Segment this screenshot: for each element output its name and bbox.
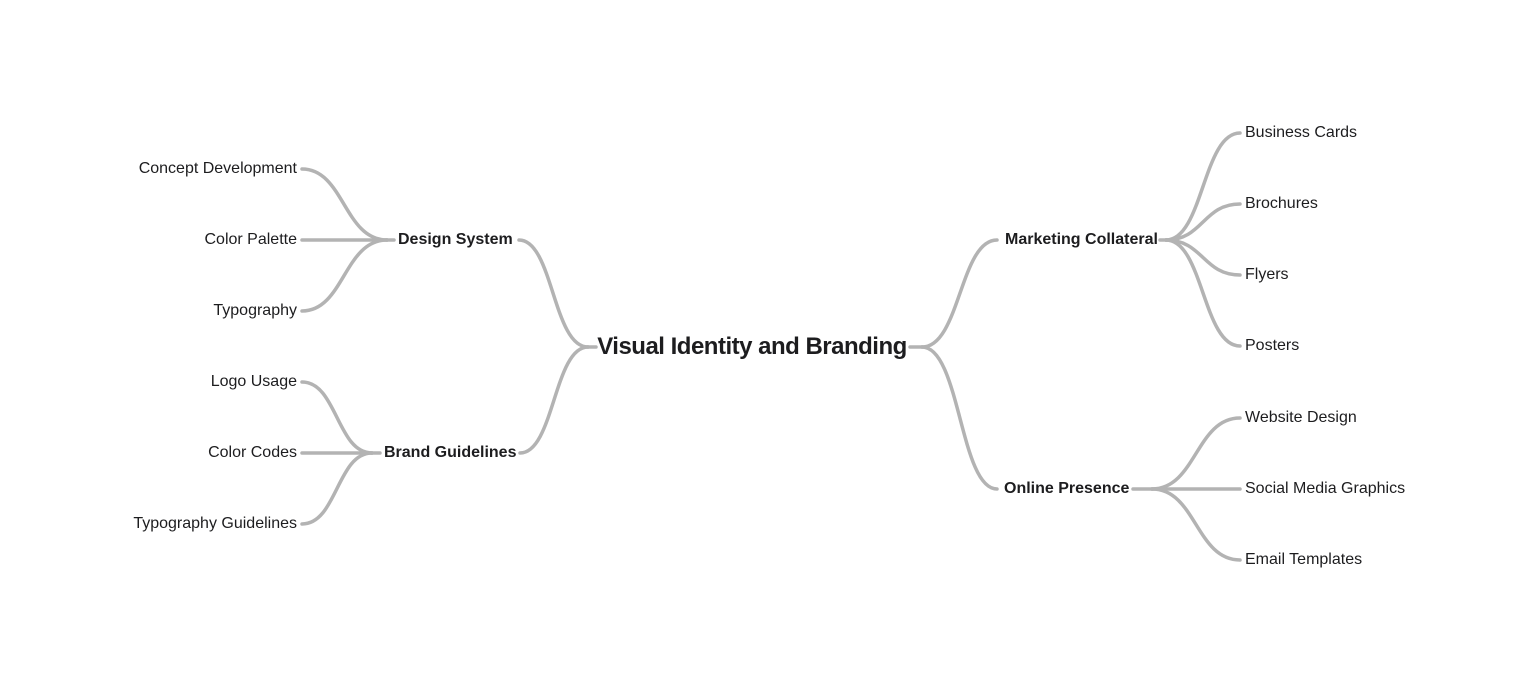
node-online-presence[interactable]: Online Presence bbox=[1004, 480, 1130, 497]
node-concept-development[interactable]: Concept Development bbox=[138, 160, 297, 177]
node-flyers[interactable]: Flyers bbox=[1245, 266, 1289, 283]
connector-root-design-system bbox=[517, 238, 590, 349]
connector-online-presence-email-templates bbox=[1150, 487, 1242, 562]
node-brochures[interactable]: Brochures bbox=[1245, 195, 1318, 212]
node-social-media-graphics[interactable]: Social Media Graphics bbox=[1245, 480, 1406, 497]
node-logo-usage[interactable]: Logo Usage bbox=[210, 373, 297, 390]
connector-root-online-presence bbox=[920, 345, 999, 491]
connector-marketing-collateral-brochures bbox=[1164, 202, 1242, 242]
connector-root-brand-guidelines bbox=[518, 345, 590, 455]
node-color-palette[interactable]: Color Palette bbox=[204, 231, 298, 248]
node-marketing-collateral[interactable]: Marketing Collateral bbox=[1005, 231, 1158, 248]
connector-root-marketing-collateral bbox=[920, 238, 999, 349]
node-typography[interactable]: Typography bbox=[213, 302, 297, 319]
node-posters[interactable]: Posters bbox=[1245, 337, 1300, 354]
node-root[interactable]: Visual Identity and Branding bbox=[597, 333, 907, 360]
connector-online-presence-website-design bbox=[1150, 416, 1242, 491]
connector-brand-guidelines-typography-guidelines bbox=[300, 451, 374, 526]
connector-brand-guidelines-logo-usage bbox=[300, 380, 374, 455]
connector-marketing-collateral-business-cards bbox=[1164, 131, 1242, 242]
node-business-cards[interactable]: Business Cards bbox=[1245, 124, 1358, 141]
node-color-codes[interactable]: Color Codes bbox=[208, 444, 297, 461]
node-typography-guidelines[interactable]: Typography Guidelines bbox=[133, 515, 297, 532]
connector-design-system-concept-development bbox=[300, 167, 389, 242]
node-email-templates[interactable]: Email Templates bbox=[1245, 551, 1363, 568]
connector-design-system-typography bbox=[300, 238, 389, 313]
node-website-design[interactable]: Website Design bbox=[1245, 409, 1357, 426]
connector-marketing-collateral-posters bbox=[1164, 238, 1242, 348]
node-brand-guidelines[interactable]: Brand Guidelines bbox=[384, 444, 517, 461]
node-design-system[interactable]: Design System bbox=[398, 231, 513, 248]
connector-marketing-collateral-flyers bbox=[1164, 238, 1242, 277]
